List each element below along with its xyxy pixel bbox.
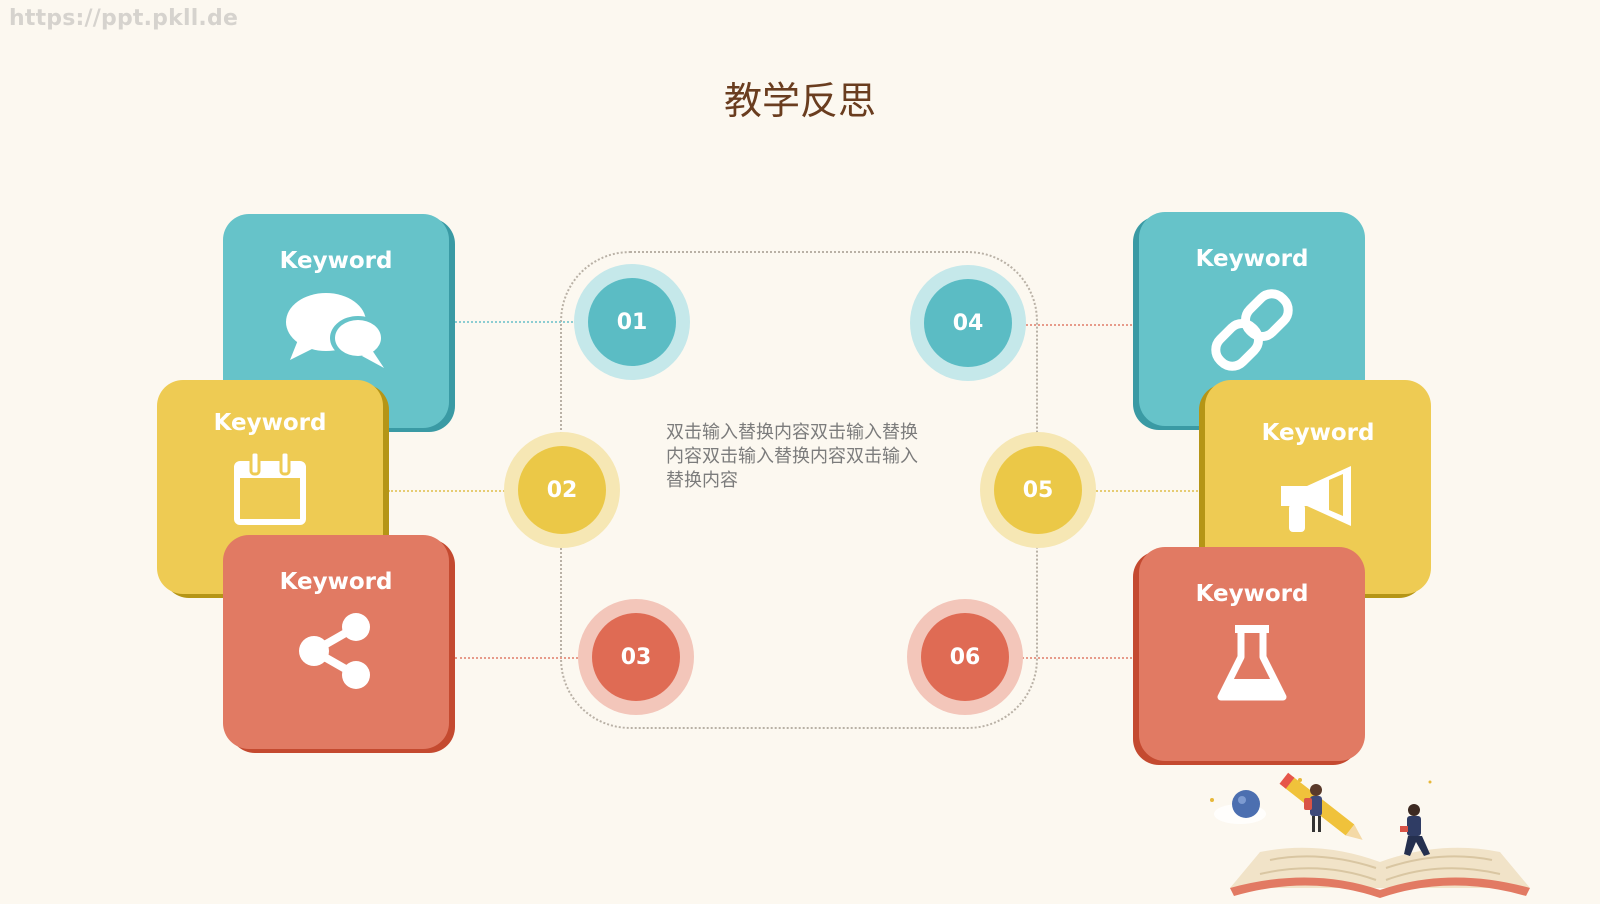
connector-line-01 xyxy=(452,321,576,323)
step-circle-05: 05 xyxy=(980,432,1096,548)
step-circle-02: 02 xyxy=(504,432,620,548)
step-number: 01 xyxy=(588,278,676,366)
chain-link-icon xyxy=(1210,288,1294,376)
calendar-icon xyxy=(233,450,307,530)
connector-line-06 xyxy=(1018,657,1136,659)
step-circle-01: 01 xyxy=(574,264,690,380)
keyword-label: Keyword xyxy=(1261,420,1375,446)
slide-title: 教学反思 xyxy=(723,79,876,123)
keyword-label: Keyword xyxy=(213,410,327,436)
keyword-label: Keyword xyxy=(279,248,393,274)
connector-line-04 xyxy=(1022,324,1136,326)
connector-line-02 xyxy=(388,490,508,492)
keyword-label: Keyword xyxy=(279,569,393,595)
keyword-label: Keyword xyxy=(1195,581,1309,607)
watermark-url: https://ppt.pkll.de xyxy=(9,6,239,31)
connector-line-05 xyxy=(1092,490,1202,492)
step-circle-06: 06 xyxy=(907,599,1023,715)
flask-icon xyxy=(1217,623,1287,707)
step-number: 02 xyxy=(518,446,606,534)
step-number: 04 xyxy=(924,279,1012,367)
body-text: 双击输入替换内容双击输入替换内容双击输入替换内容双击输入替换内容 xyxy=(666,422,918,491)
step-circle-04: 04 xyxy=(910,265,1026,381)
keyword-card-3[interactable]: Keyword xyxy=(223,535,449,749)
open-book-illustration xyxy=(1200,770,1560,904)
step-number: 05 xyxy=(994,446,1082,534)
step-circle-03: 03 xyxy=(578,599,694,715)
chat-bubbles-icon xyxy=(284,290,388,374)
connector-line-03 xyxy=(455,657,582,659)
step-number: 03 xyxy=(592,613,680,701)
share-icon xyxy=(296,611,376,695)
megaphone-icon xyxy=(1277,464,1359,538)
keyword-card-6[interactable]: Keyword xyxy=(1139,547,1365,761)
step-number: 06 xyxy=(921,613,1009,701)
keyword-label: Keyword xyxy=(1195,246,1309,272)
